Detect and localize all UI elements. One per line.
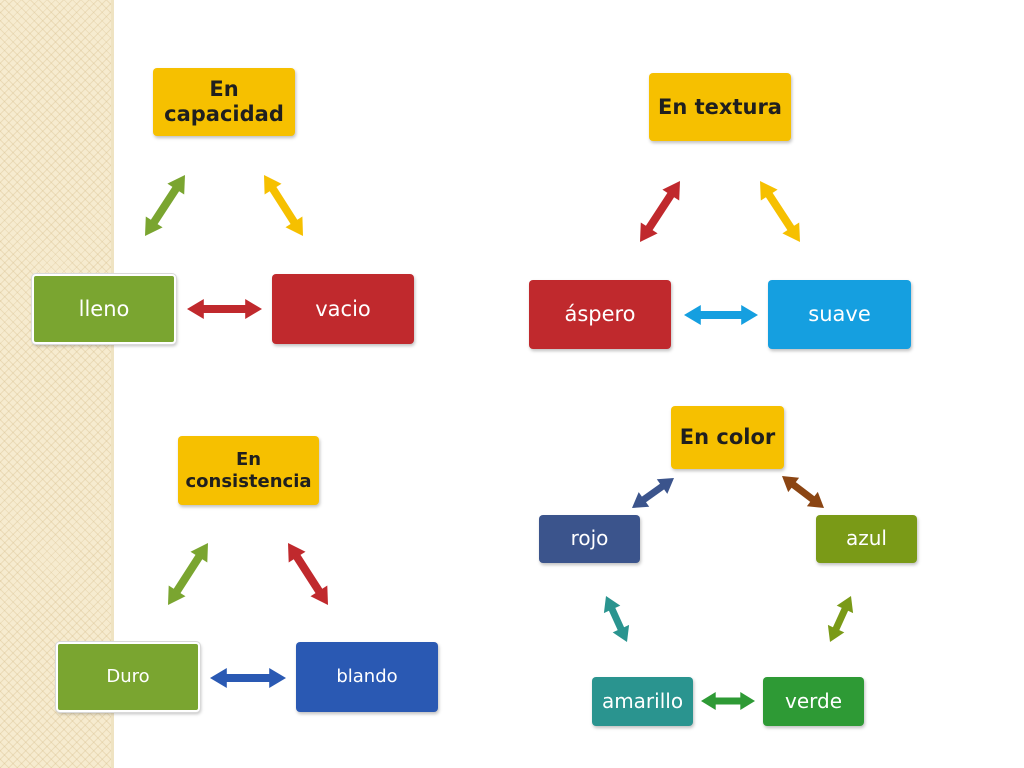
- arrow-rojo-amarillo: [603, 596, 630, 642]
- node-amarillo: amarillo: [592, 677, 693, 726]
- node-en-capacidad: En capacidad: [153, 68, 295, 136]
- node-azul: azul: [816, 515, 917, 563]
- arrow-consistencia-duro: [168, 543, 208, 605]
- node-blando: blando: [296, 642, 438, 712]
- node-lleno: lleno: [32, 274, 176, 344]
- decorative-side-strip: [0, 0, 114, 768]
- arrow-duro-blando: [210, 668, 286, 688]
- arrow-capacidad-vacio: [264, 175, 303, 236]
- arrow-lleno-vacio: [187, 299, 262, 319]
- node-vacio: vacio: [272, 274, 414, 344]
- node-en-color: En color: [671, 406, 784, 469]
- arrow-capacidad-lleno: [145, 175, 185, 236]
- arrow-color-rojo: [632, 478, 674, 508]
- arrow-amarillo-verde: [701, 692, 755, 710]
- node-verde: verde: [763, 677, 864, 726]
- node-duro: Duro: [56, 642, 200, 712]
- node-en-textura: En textura: [649, 73, 791, 141]
- node-en-consistencia: En consistencia: [178, 436, 319, 505]
- arrow-azul-verde: [827, 596, 854, 642]
- arrow-textura-suave: [760, 181, 800, 242]
- arrow-aspero-suave: [684, 305, 758, 325]
- arrow-color-azul: [782, 476, 824, 508]
- node-rojo: rojo: [539, 515, 640, 563]
- arrow-textura-aspero: [640, 181, 680, 242]
- node-aspero: áspero: [529, 280, 671, 349]
- arrow-consistencia-blando: [288, 543, 328, 605]
- node-suave: suave: [768, 280, 911, 349]
